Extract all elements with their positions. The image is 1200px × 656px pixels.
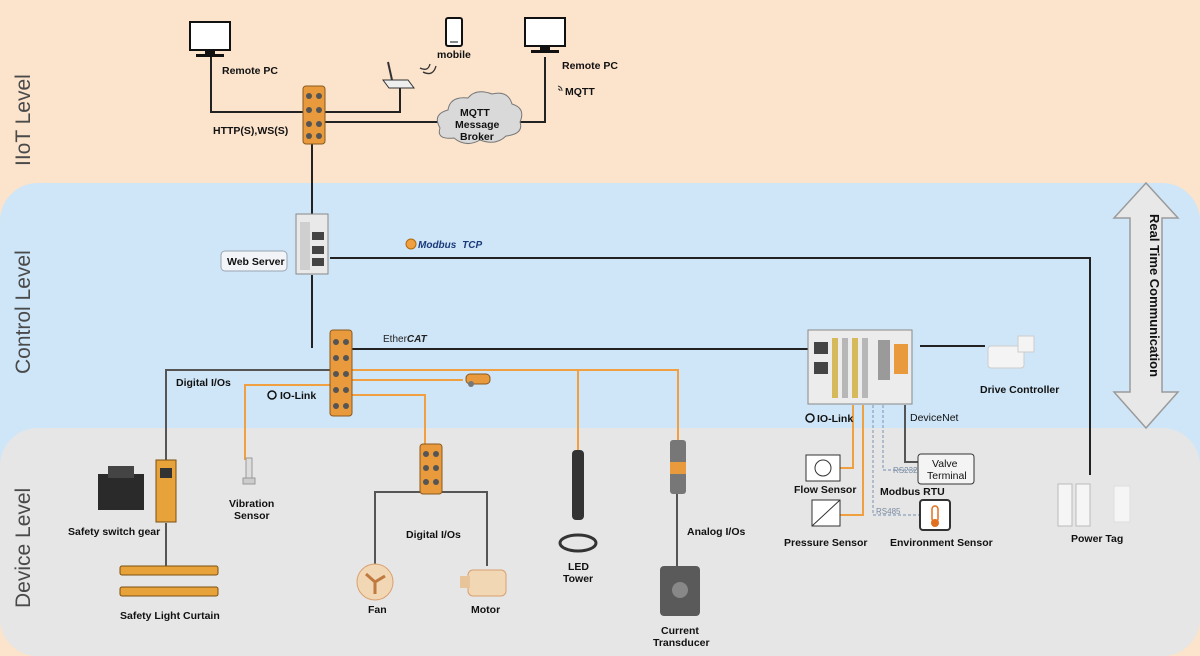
valve-terminal-box bbox=[917, 453, 975, 485]
remote-pc-2-label: Remote PC bbox=[562, 60, 618, 72]
remote-pc-1 bbox=[189, 21, 231, 57]
serial-lines bbox=[872, 405, 920, 516]
motor-label: Motor bbox=[471, 604, 500, 616]
digital-io-module-2 bbox=[419, 443, 443, 495]
modbus-protocol-label: Modbus TCP bbox=[418, 240, 482, 251]
mobile-label: mobile bbox=[437, 49, 471, 61]
analog-converter-icon bbox=[670, 440, 686, 494]
power-tag-label: Power Tag bbox=[1071, 533, 1123, 545]
fan-label: Fan bbox=[368, 604, 387, 616]
modbus-rtu-label: Modbus RTU bbox=[880, 486, 945, 498]
pressure-sensor-icon bbox=[811, 499, 841, 527]
iolink-label-2: IO-Link bbox=[817, 413, 853, 425]
drive-controller-icon bbox=[987, 335, 1035, 369]
iolink-cables bbox=[244, 369, 864, 516]
vibration-sensor-icon bbox=[242, 457, 256, 485]
mqtt-protocol-label: MQTT bbox=[565, 86, 595, 98]
wired-connections bbox=[210, 57, 1091, 475]
ethercat-ether-text: Ether bbox=[383, 334, 408, 345]
iiot-gateway-module bbox=[302, 85, 326, 145]
pressure-sensor-label: Pressure Sensor bbox=[784, 537, 867, 549]
drive-controller-label: Drive Controller bbox=[980, 384, 1059, 396]
http-protocol-label: HTTP(S),WS(S) bbox=[213, 125, 288, 137]
current-transducer-line-2: Transducer bbox=[653, 637, 710, 649]
safety-light-curtain-label: Safety Light Curtain bbox=[120, 610, 220, 622]
led-tower-line-1: LED bbox=[568, 561, 589, 573]
mqtt-broker-line-1: MQTT bbox=[460, 107, 490, 119]
modular-controller bbox=[807, 329, 913, 405]
device-level-label: Device Level bbox=[12, 488, 35, 608]
remote-pc-1-label: Remote PC bbox=[222, 65, 278, 77]
mobile-icon bbox=[445, 17, 463, 47]
rs485-label: RS485 bbox=[876, 507, 901, 516]
valve-terminal-line-2: Terminal bbox=[927, 470, 967, 482]
environment-sensor-label: Environment Sensor bbox=[890, 537, 993, 549]
analog-ios-label: Analog I/Os bbox=[687, 526, 746, 538]
device-level-band bbox=[0, 428, 1200, 656]
iolink-sensor-cable-icon bbox=[465, 373, 491, 387]
device-cables bbox=[165, 369, 920, 566]
led-tower-icon bbox=[558, 450, 598, 553]
mqtt-broker-line-3: Broker bbox=[460, 131, 494, 143]
vibration-sensor-line-2: Sensor bbox=[234, 510, 270, 522]
wifi-router-icon bbox=[382, 61, 437, 89]
digital-ios-label-2: Digital I/Os bbox=[406, 529, 461, 541]
iolink-label-1: IO-Link bbox=[280, 390, 316, 402]
motor-icon bbox=[460, 569, 507, 597]
mqtt-broker-cloud bbox=[436, 91, 523, 144]
flow-sensor-icon bbox=[805, 454, 841, 482]
iiot-level-label: IIoT Level bbox=[12, 74, 35, 166]
ethercat-io-module bbox=[329, 329, 353, 417]
ethercat-protocol-label: EtherCAT bbox=[383, 334, 428, 345]
valve-terminal-line-1: Valve bbox=[932, 458, 958, 470]
ethercat-cat-text: CAT bbox=[407, 334, 428, 345]
safety-light-curtain-icon bbox=[119, 565, 219, 597]
safety-switch-gear-icon bbox=[98, 459, 177, 523]
iolink-logo-1 bbox=[267, 390, 277, 400]
devicenet-protocol-label: DeviceNet bbox=[910, 412, 959, 424]
iolink-logo-2 bbox=[805, 413, 815, 423]
led-tower-line-2: Tower bbox=[563, 573, 593, 585]
modbus-tcp-text: TCP bbox=[462, 240, 482, 251]
current-transducer-line-1: Current bbox=[661, 625, 699, 637]
flow-sensor-label: Flow Sensor bbox=[794, 484, 856, 496]
devicenet-net-text: Net bbox=[942, 412, 958, 424]
environment-sensor-icon bbox=[919, 499, 951, 531]
web-server-plc bbox=[295, 213, 329, 275]
web-server-tag bbox=[220, 250, 288, 272]
safety-switch-gear-label: Safety switch gear bbox=[68, 526, 160, 538]
web-server-label: Web Server bbox=[227, 256, 285, 268]
realtime-label: Real Time Communication bbox=[1147, 214, 1162, 377]
modbus-gear-icon bbox=[405, 238, 417, 250]
fan-icon bbox=[356, 563, 394, 601]
control-level-label: Control Level bbox=[12, 250, 35, 374]
rs232-label: RS232 bbox=[893, 466, 918, 475]
modbus-text: Modbus bbox=[418, 240, 457, 251]
remote-pc-2 bbox=[524, 17, 566, 53]
mqtt-broker-line-2: Message bbox=[455, 119, 500, 131]
realtime-arrow bbox=[1112, 181, 1180, 430]
devicenet-device-text: Device bbox=[910, 412, 942, 424]
power-tag-icon bbox=[1057, 483, 1131, 527]
digital-ios-label-1: Digital I/Os bbox=[176, 377, 231, 389]
mqtt-signal-icon bbox=[557, 85, 563, 92]
vibration-sensor-line-1: Vibration bbox=[229, 498, 274, 510]
current-transducer-icon bbox=[660, 566, 700, 616]
